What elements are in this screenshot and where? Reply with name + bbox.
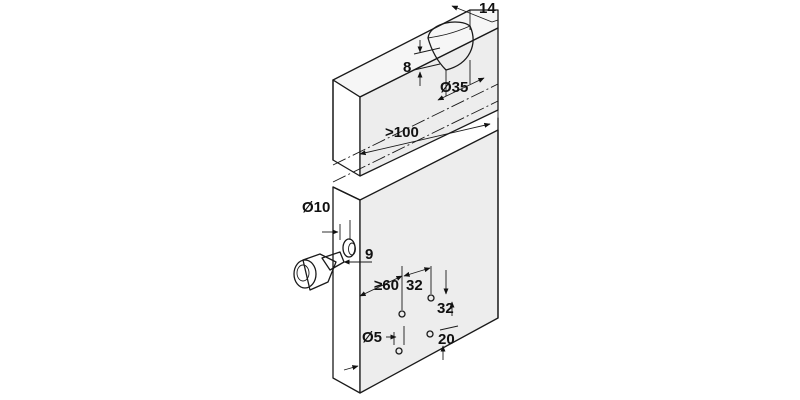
- dimension-labels: 14 8 Ø35 >100 Ø10 9 ≥60 32 32 Ø5 20: [302, 0, 496, 348]
- pilot-holes: [395, 294, 435, 355]
- label-min-edge-distance: ≥60: [374, 277, 399, 294]
- dimension-lines: [322, 5, 499, 371]
- label-min-distance: >100: [385, 124, 419, 141]
- label-knob-hole-depth: 9: [365, 246, 373, 263]
- lower-panel: [332, 117, 499, 394]
- label-cup-diameter: Ø35: [440, 79, 468, 96]
- cup-hole: [427, 21, 474, 71]
- label-knob-hole-diameter: Ø10: [302, 199, 330, 216]
- label-pilot-hole-diameter: Ø5: [362, 329, 382, 346]
- label-bottom-offset: 20: [438, 331, 455, 348]
- knob-hole: [342, 238, 356, 258]
- label-edge-offset: 14: [479, 0, 496, 17]
- label-pitch-vertical: 32: [437, 300, 454, 317]
- knob-icon: [293, 251, 345, 291]
- label-cup-depth: 8: [403, 59, 411, 76]
- label-pitch-horizontal: 32: [406, 277, 423, 294]
